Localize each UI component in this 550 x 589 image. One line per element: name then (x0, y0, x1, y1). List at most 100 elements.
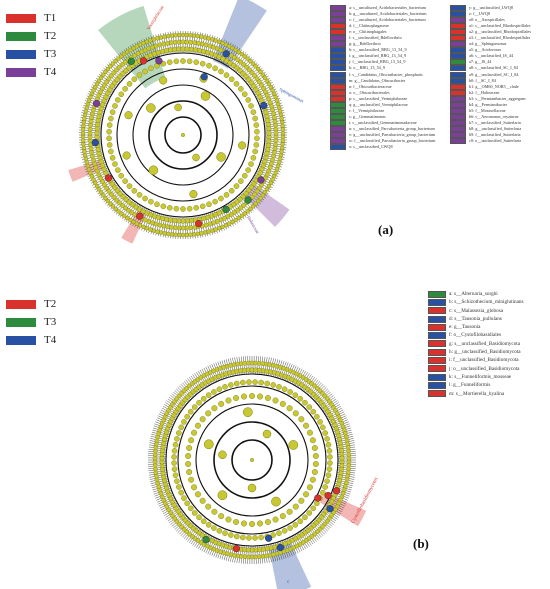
taxa-key-swatch (428, 298, 446, 306)
taxon-node (106, 135, 112, 142)
clade-label: Vermiphilaceae (146, 5, 165, 31)
taxon-node (288, 440, 299, 450)
taxon-node (233, 380, 240, 387)
taxon-node (128, 47, 133, 53)
taxa-key-swatch (450, 101, 466, 108)
biomarker-node (332, 487, 341, 495)
taxon-node (195, 33, 200, 39)
legend-swatch (6, 299, 36, 309)
taxon-node (110, 204, 116, 209)
taxon-node (119, 211, 124, 216)
taxa-key-swatch (428, 365, 446, 373)
taxon-node (142, 195, 148, 202)
taxa-key-swatch (450, 113, 466, 120)
taxon-node (108, 148, 114, 155)
taxon-node (276, 105, 282, 110)
taxa-key-item: a7: g__IS_44 (450, 59, 531, 66)
taxa-key-swatch (428, 307, 446, 315)
taxa-key-swatch (330, 17, 346, 24)
taxon-node (302, 399, 308, 406)
taxon-node (122, 178, 128, 184)
taxa-key-item: o: o__Obscuribacterales (330, 90, 435, 96)
taxa-key-label: f: o__Cystofilobasidiales (449, 332, 502, 339)
taxon-node (279, 513, 286, 520)
taxa-key-swatch (330, 132, 346, 138)
taxon-node (185, 452, 192, 459)
taxon-node (169, 232, 175, 237)
taxon-node (257, 393, 264, 400)
taxon-node (326, 466, 333, 472)
taxon-node (246, 379, 252, 385)
taxa-key-label: l: s__Candidatus_Obscuribacter_phosphati… (349, 71, 423, 77)
taxon-node (191, 510, 198, 516)
taxa-key-label: a6: s__unclassified_IS_44 (469, 53, 514, 59)
taxon-node (122, 151, 131, 160)
taxa-key-swatch (450, 53, 466, 60)
taxon-node (303, 491, 310, 498)
taxon-node (223, 192, 230, 198)
biomarker-node (326, 505, 334, 513)
taxon-node (277, 156, 283, 161)
taxon-node (83, 109, 89, 114)
taxon-node (252, 148, 258, 155)
taxon-node (312, 461, 319, 468)
taxa-key-swatch (450, 23, 466, 30)
taxon-node (233, 47, 238, 53)
taxon-node (184, 500, 190, 507)
group-legend-item: T2 (6, 28, 56, 44)
taxon-node (112, 103, 118, 109)
taxon-node (116, 56, 121, 61)
tree-ring (195, 403, 309, 517)
taxa-key-label: a3: f__unclassified_Rhodospirillales (469, 35, 531, 41)
taxon-node (242, 211, 247, 216)
taxon-node (83, 156, 89, 161)
taxon-node (325, 472, 332, 479)
taxon-node (248, 520, 255, 527)
taxon-node (199, 497, 206, 504)
taxon-node (146, 103, 156, 113)
taxon-node (200, 91, 211, 101)
taxon-node (115, 167, 121, 173)
taxa-key-swatch (450, 119, 466, 126)
taxon-node (116, 209, 121, 214)
taxa-key-item: d: f__Chitinophagaceae (330, 23, 435, 30)
taxon-node (309, 437, 316, 444)
taxa-key-item: a: s__uncultured_Acidobacteriales_bacter… (330, 5, 435, 12)
taxon-node (253, 64, 258, 69)
taxon-node (136, 72, 143, 78)
tree-ring (231, 439, 273, 481)
taxon-node (80, 130, 86, 136)
taxon-node (131, 187, 138, 194)
taxa-key-swatch (428, 315, 446, 323)
taxon-node (128, 217, 133, 223)
taxon-node (94, 81, 100, 87)
taxa-key-swatch (450, 125, 466, 132)
taxon-node (103, 69, 108, 75)
taxa-key-swatch (330, 59, 346, 66)
taxa-key-item: e: o__Chitinophagales (330, 29, 435, 36)
legend-label: T3 (44, 48, 57, 60)
taxon-node (108, 201, 113, 206)
taxon-node (206, 201, 212, 208)
taxa-key-label: z: f__LWQ8 (469, 11, 490, 17)
taxon-node (306, 404, 313, 410)
taxa-key-label: b5: f__Moraxellaceae (469, 107, 506, 113)
taxon-node (131, 76, 138, 83)
taxon-node (262, 190, 268, 195)
biomarker-node (314, 494, 322, 502)
taxon-node (302, 514, 308, 521)
taxa-key-swatch (330, 5, 346, 12)
legend-label: T2 (44, 30, 57, 42)
taxon-node (186, 58, 193, 65)
taxon-node (324, 436, 330, 442)
taxa-key-item: b0: f__SC_I_84 (450, 78, 531, 84)
biomarker-node (92, 99, 101, 108)
taxa-key-label: b: g__uncultured_Acidobacteriales_bacter… (349, 11, 427, 17)
legend-label: T4 (44, 334, 57, 346)
taxa-key-label: b3: s__Permianibacter_aggregans (469, 95, 526, 101)
taxon-node (317, 419, 323, 425)
taxa-key-label: a: s__uncultured_Acidobacteriales_bacter… (349, 5, 426, 10)
taxon-node (245, 56, 250, 61)
taxon-node (254, 128, 260, 135)
biomarker-node (136, 212, 144, 220)
